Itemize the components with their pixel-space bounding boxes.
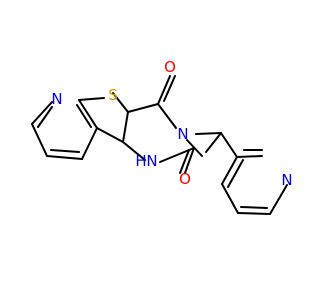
bond <box>227 159 244 188</box>
bonds <box>31 75 288 215</box>
bond <box>96 127 124 143</box>
bond <box>195 132 222 135</box>
bond <box>221 183 239 214</box>
nitrogen-atom: N <box>146 152 157 170</box>
bond <box>50 149 80 153</box>
bond <box>46 155 83 160</box>
bond <box>237 212 271 215</box>
oxygen-atom: O <box>164 58 176 76</box>
bond <box>236 155 263 158</box>
bond <box>269 184 288 215</box>
bond <box>179 149 190 174</box>
bond <box>112 92 129 113</box>
bond <box>31 123 48 157</box>
bond <box>78 97 105 101</box>
nitrogen-atom: N <box>177 125 188 143</box>
bond <box>78 99 98 129</box>
bond <box>122 141 146 161</box>
bond <box>81 127 98 160</box>
bond <box>240 206 268 209</box>
bond <box>37 106 53 128</box>
bond <box>127 103 159 113</box>
bond <box>157 75 171 105</box>
bond <box>205 132 222 153</box>
bond <box>122 111 129 143</box>
bond <box>159 147 195 163</box>
bond <box>220 132 238 158</box>
molecule-structure: N S O N N H O N <box>31 58 293 215</box>
nitrogen-atom: N <box>51 90 62 108</box>
atom-labels: N S O N N H O N <box>51 58 292 189</box>
nitrogen-atom: N <box>281 171 292 189</box>
oxygen-atom: O <box>179 170 191 188</box>
hydrogen-atom: H <box>135 152 146 170</box>
bond <box>163 75 176 102</box>
bond <box>184 147 195 174</box>
bond <box>76 104 92 128</box>
sulfur-atom: S <box>108 86 118 104</box>
bond <box>221 156 238 185</box>
bond <box>157 103 177 129</box>
bond <box>31 101 53 125</box>
